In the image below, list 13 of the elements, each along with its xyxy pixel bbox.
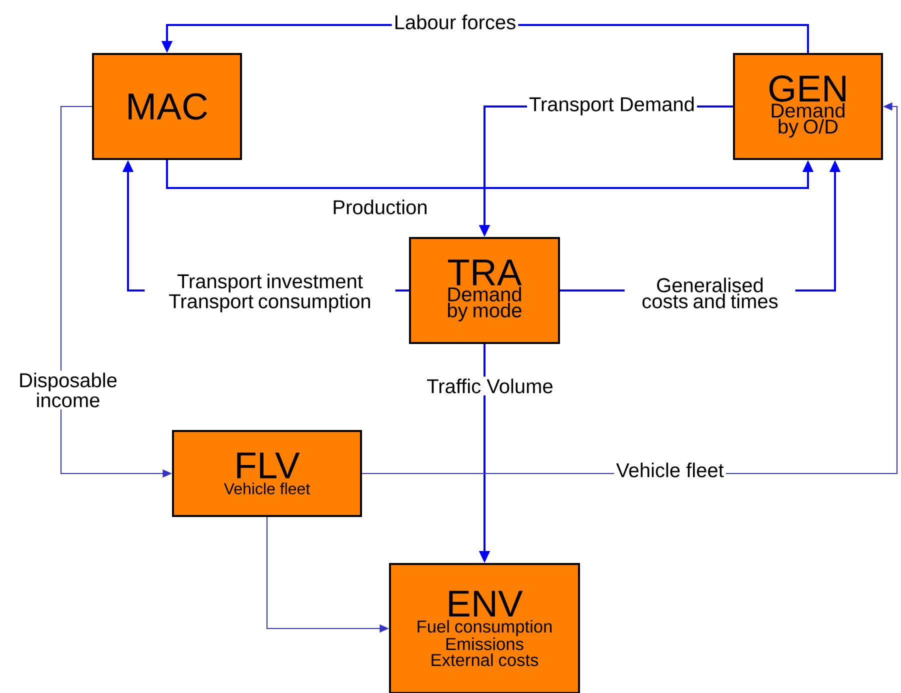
edge-label: Labour forces: [392, 12, 518, 32]
process-box: ENV Fuel consumption Emissions External costs: [389, 563, 580, 693]
process-box: MAC: [92, 53, 242, 160]
edge-label: Transport investment Transport consumption: [144, 272, 396, 314]
process-box: TRA Demand by mode: [409, 237, 560, 344]
edge-label: Transport Demand: [527, 94, 697, 118]
edge-label: Traffic Volume: [424, 376, 556, 396]
edge-label: Vehicle fleet: [614, 460, 726, 480]
process-box: GEN Demand by O/D: [733, 53, 883, 160]
edge-label: Disposable income: [9, 370, 127, 410]
process-box: FLV Vehicle fleet: [172, 430, 362, 517]
edge-label: Production: [330, 198, 430, 216]
edge-label: Generalised costs and times: [624, 276, 796, 310]
